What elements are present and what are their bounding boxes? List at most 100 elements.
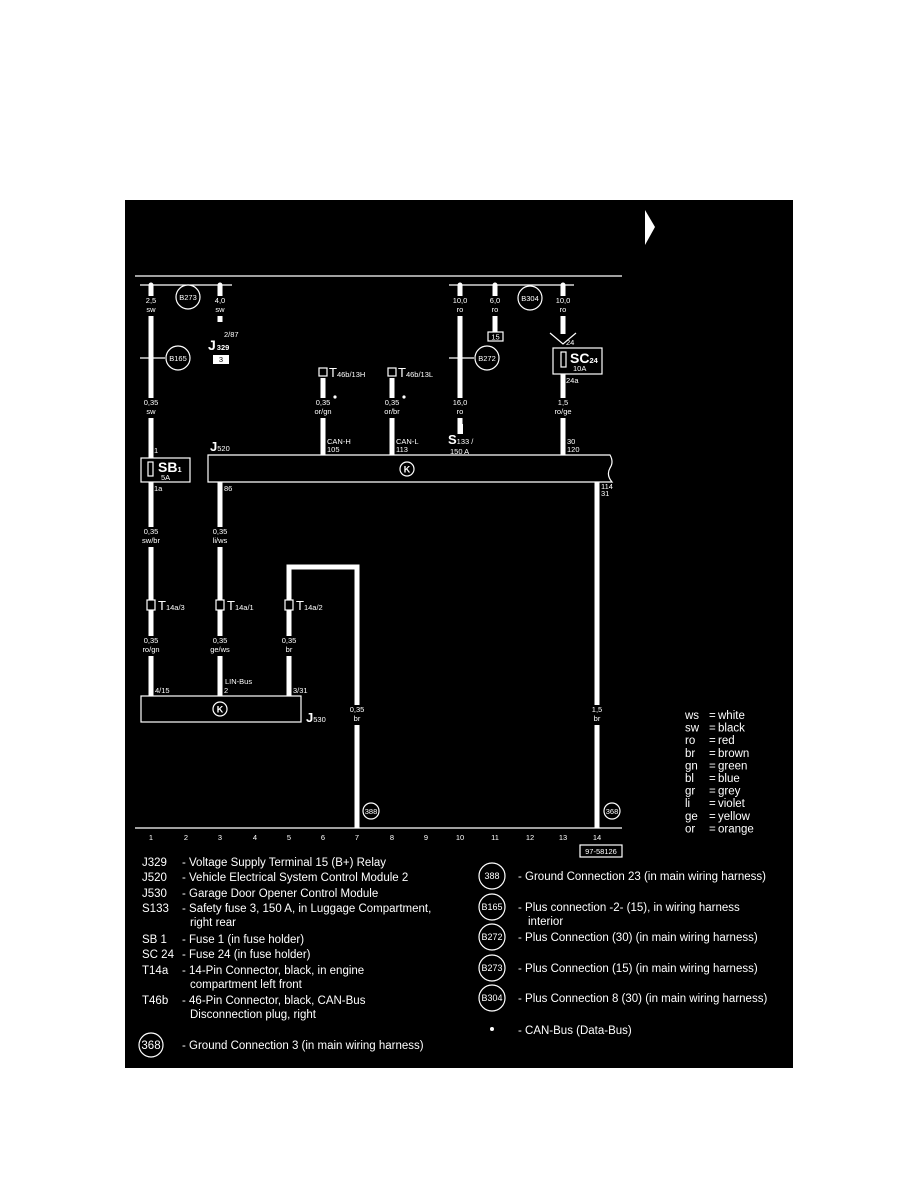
wire-label-bg xyxy=(549,296,577,316)
wire-label-bg xyxy=(378,398,406,418)
wire-color: ro xyxy=(492,305,499,314)
wire-size: 6,0 xyxy=(490,296,500,305)
t46b-13h-connector-icon xyxy=(318,367,328,377)
wire-size: 0,35 xyxy=(316,398,331,407)
column-number: 9 xyxy=(424,833,428,842)
svg-text:4/15: 4/15 xyxy=(155,686,170,695)
svg-text:114: 114 xyxy=(601,482,613,491)
color-equals: = xyxy=(709,723,716,735)
color-name: brown xyxy=(718,748,749,760)
color-code: gr xyxy=(685,786,695,798)
wire-color: ro xyxy=(457,305,464,314)
svg-text:1a: 1a xyxy=(154,484,163,493)
k-symbol-icon xyxy=(399,461,415,477)
diagram-id-box xyxy=(579,844,623,858)
legend-code: B304 xyxy=(481,993,502,1003)
legend-connection-circle xyxy=(478,862,506,890)
svg-text:T14a/1: T14a/1 xyxy=(227,598,254,613)
color-code-legend: ws=whitesw=blackro=redbr=browngn=greenbl… xyxy=(684,710,754,835)
legend-code: B165 xyxy=(481,902,502,912)
color-equals: = xyxy=(709,710,716,722)
j329-label: J329 xyxy=(208,337,229,353)
wire-label-bg xyxy=(206,636,234,656)
legend-description: - Ground Connection 3 (in main wiring ha… xyxy=(182,1040,424,1052)
svg-text:86: 86 xyxy=(224,484,232,493)
wire-size: 0,35 xyxy=(282,636,297,645)
legend-code: B272 xyxy=(481,932,502,942)
legend-code: T14a xyxy=(142,965,169,977)
svg-text:31: 31 xyxy=(601,489,609,498)
legend-connection-circle xyxy=(478,893,506,921)
wire-color: sw/br xyxy=(142,536,160,545)
can-bus-dot-icon xyxy=(402,395,406,399)
svg-text:2: 2 xyxy=(224,686,228,695)
color-name: violet xyxy=(718,798,746,810)
g368-label: 368 xyxy=(606,807,619,816)
j530-label: J530 xyxy=(306,710,326,725)
wire-color: sw xyxy=(215,305,225,314)
legend-description: - 14-Pin Connector, black, in engine xyxy=(182,965,364,977)
wire-size: 0,35 xyxy=(213,527,228,536)
legend-connection-circle xyxy=(478,954,506,982)
svg-text:T14a/3: T14a/3 xyxy=(158,598,185,613)
b304-label: B304 xyxy=(521,294,539,303)
column-number: 7 xyxy=(355,833,359,842)
column-number: 6 xyxy=(321,833,325,842)
wire-color: br xyxy=(594,714,601,723)
wire-label-bg xyxy=(206,296,234,316)
column-number: 1 xyxy=(149,833,153,842)
junction-dots xyxy=(148,282,566,288)
wire-size: 1,5 xyxy=(592,705,602,714)
legend-description: - Plus Connection 8 (30) (in main wiring… xyxy=(518,993,767,1005)
color-code: ge xyxy=(685,811,698,823)
wire-color: ge/ws xyxy=(210,645,230,654)
wire-size: 0,35 xyxy=(144,398,159,407)
svg-text:30: 30 xyxy=(567,437,575,446)
wire-size: 2,5 xyxy=(146,296,156,305)
terminal-15-box xyxy=(487,331,504,342)
wire-size: 0,35 xyxy=(385,398,400,407)
wire-color: ro/ge xyxy=(554,407,571,416)
svg-text:3/31: 3/31 xyxy=(293,686,308,695)
wire-size: 10,0 xyxy=(453,296,468,305)
legend-description: - CAN-Bus (Data-Bus) xyxy=(518,1025,632,1037)
next-page-arrow-icon[interactable] xyxy=(645,210,655,245)
column-number: 3 xyxy=(218,833,222,842)
wire-color: ro/gn xyxy=(142,645,159,654)
k-symbol-icon xyxy=(212,701,228,717)
legend-connection-circle xyxy=(478,984,506,1012)
wire-size: 0,35 xyxy=(213,636,228,645)
legend-code: T46b xyxy=(142,995,168,1007)
connector-icon xyxy=(146,599,156,611)
color-equals: = xyxy=(709,823,716,835)
color-equals: = xyxy=(709,760,716,772)
wire-size: 4,0 xyxy=(215,296,225,305)
svg-text:T14a/2: T14a/2 xyxy=(296,598,323,613)
s133-label: S133 / xyxy=(448,432,474,447)
wire-size: 0,35 xyxy=(144,636,159,645)
legend-description: - Voltage Supply Terminal 15 (B+) Relay xyxy=(182,857,386,869)
column-number: 8 xyxy=(390,833,394,842)
can-bus-dot-icon xyxy=(333,395,337,399)
legend-description: - 46-Pin Connector, black, CAN-Bus xyxy=(182,995,366,1007)
wire-label-bg xyxy=(309,398,337,418)
column-number: 13 xyxy=(559,833,567,842)
svg-text:105: 105 xyxy=(327,445,340,454)
j329-terminal-box xyxy=(213,355,229,364)
legend-description: - Plus Connection (30) (in main wiring h… xyxy=(518,932,758,944)
wire-color: sw xyxy=(146,407,156,416)
g388-label: 388 xyxy=(365,807,378,816)
legend-description: - Plus Connection (15) (in main wiring h… xyxy=(518,963,758,975)
sc24-label: SC24 xyxy=(570,350,599,366)
svg-text:15: 15 xyxy=(491,333,499,342)
wire-label-bg xyxy=(446,398,474,418)
svg-text:10A: 10A xyxy=(573,364,586,373)
b165-connection-circle xyxy=(165,345,191,371)
column-number: 10 xyxy=(456,833,464,842)
sc24-plug-symbol xyxy=(549,332,577,345)
svg-text:113: 113 xyxy=(396,445,408,454)
legend-code: 388 xyxy=(484,871,499,881)
wire-label-bg xyxy=(137,636,165,656)
